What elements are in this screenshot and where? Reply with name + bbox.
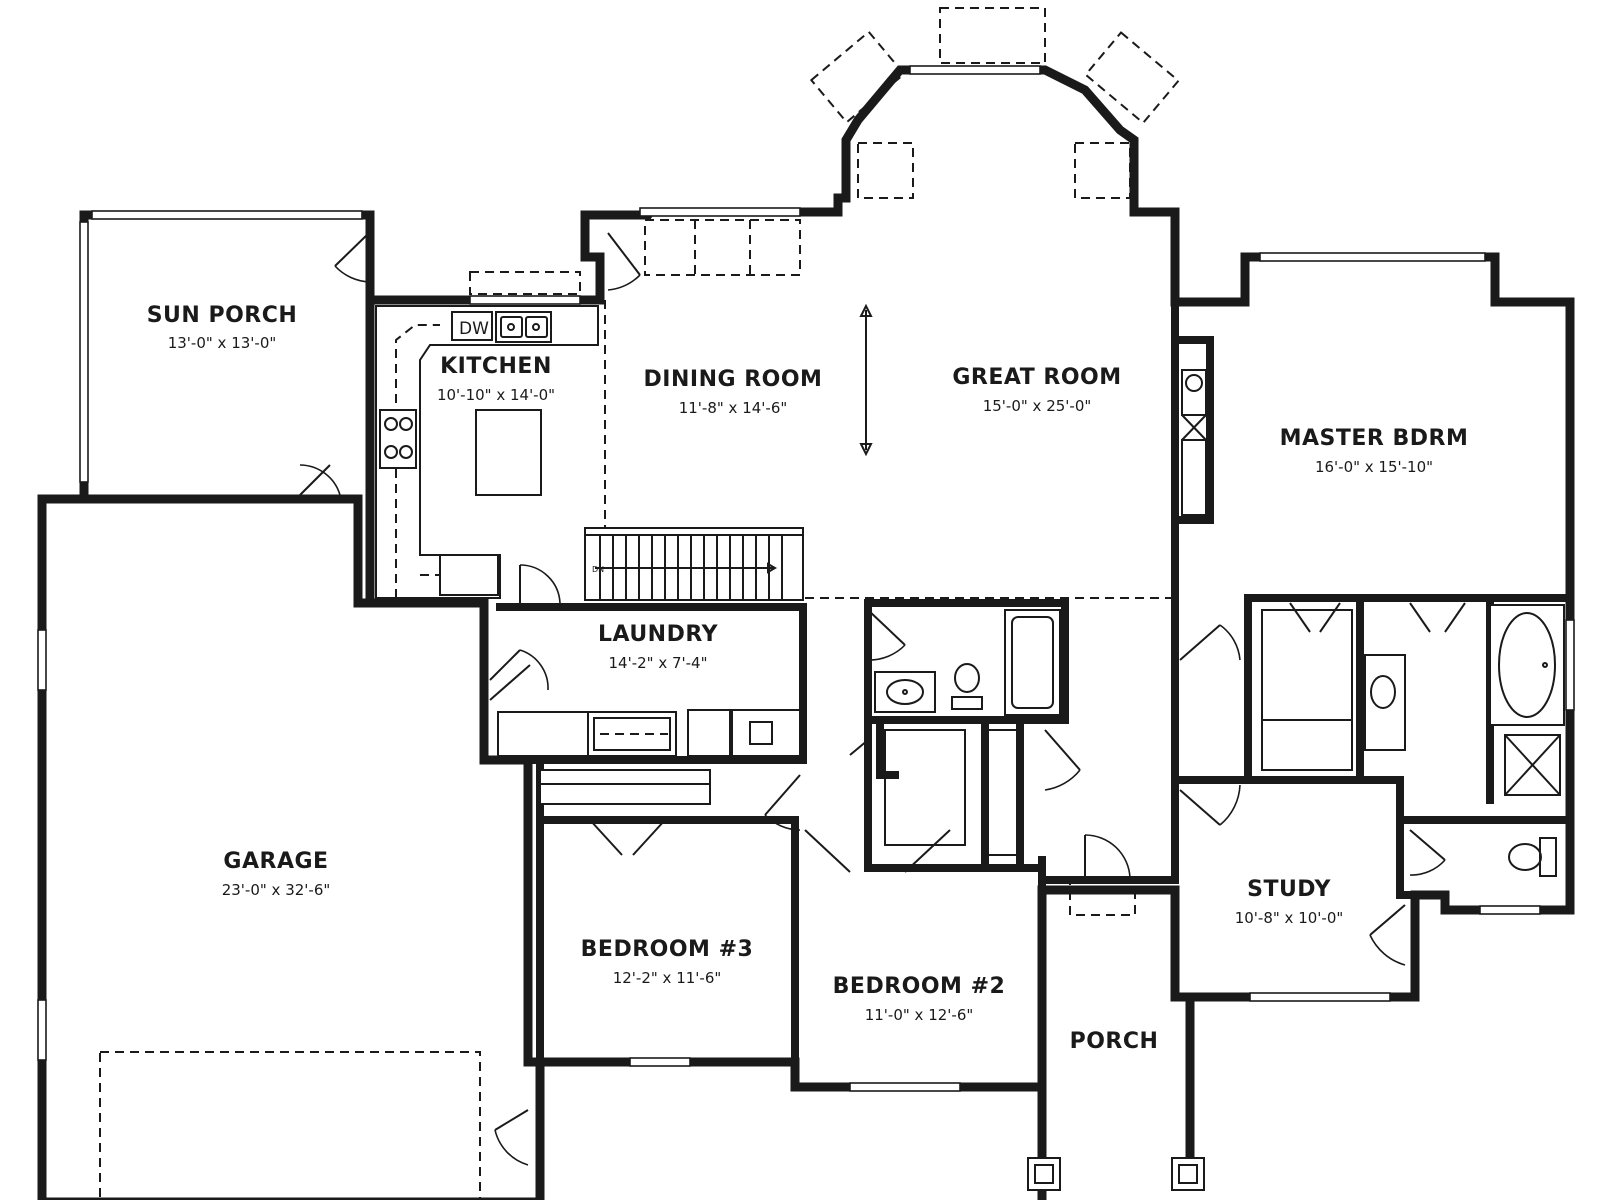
hall-tub xyxy=(1004,609,1061,716)
dining-room-size: 11'-8" x 14'-6" xyxy=(679,399,788,417)
kitchen-fixtures: DW xyxy=(375,305,599,599)
bedroom2-size: 11'-0" x 12'-6" xyxy=(865,1006,974,1024)
garage-size: 23'-0" x 32'-6" xyxy=(222,881,331,899)
laundry-size: 14'-2" x 7'-4" xyxy=(608,654,707,672)
windows xyxy=(37,65,1575,1092)
master-bdrm-size: 16'-0" x 15'-10" xyxy=(1315,458,1433,476)
laundry-name: LAUNDRY xyxy=(598,622,719,647)
dishwasher xyxy=(451,311,493,341)
doors xyxy=(299,231,1466,1166)
porch-columns xyxy=(1027,1157,1205,1191)
bedroom3-name: BEDROOM #3 xyxy=(581,937,754,962)
sun-porch-size: 13'-0" x 13'-0" xyxy=(168,334,277,352)
bedroom3-size: 12'-2" x 11'-6" xyxy=(613,969,722,987)
dishwasher-label: DW xyxy=(459,319,489,339)
great-room-name: GREAT ROOM xyxy=(952,365,1121,390)
room-labels: SUN PORCH 13'-0" x 13'-0" KITCHEN 10'-10… xyxy=(147,303,1469,1054)
kitchen-size: 10'-10" x 14'-0" xyxy=(437,386,555,404)
fireplace xyxy=(1181,369,1207,516)
master-bath-fixtures xyxy=(1261,604,1565,877)
dining-room-name: DINING ROOM xyxy=(644,367,823,392)
study-size: 10'-8" x 10'-0" xyxy=(1235,909,1344,927)
master-tub xyxy=(1489,604,1565,726)
sun-porch-wall xyxy=(79,210,375,504)
kitchen-island xyxy=(475,409,542,496)
laundry-fixtures xyxy=(497,709,801,805)
north-wall xyxy=(365,65,1575,1200)
bedroom2-name: BEDROOM #2 xyxy=(833,974,1006,999)
interior-walls xyxy=(366,298,1574,1066)
garage-name: GARAGE xyxy=(223,849,328,874)
porch-name: PORCH xyxy=(1070,1029,1159,1054)
hall-bath-fixtures xyxy=(874,609,1061,856)
porch-outline xyxy=(1037,992,1195,1200)
study-name: STUDY xyxy=(1247,877,1331,902)
master-bdrm-name: MASTER BDRM xyxy=(1280,426,1469,451)
stair-label: DN xyxy=(592,565,604,574)
sun-porch-name: SUN PORCH xyxy=(147,303,298,328)
kitchen-name: KITCHEN xyxy=(440,354,552,379)
pantry xyxy=(439,554,499,596)
bay-projections xyxy=(99,7,1180,1200)
master-vanity xyxy=(1364,654,1406,751)
hall-vanity xyxy=(874,671,936,713)
dimension-arrow xyxy=(859,303,873,457)
range xyxy=(379,409,417,469)
stair: DN xyxy=(584,527,804,601)
great-room-size: 15'-0" x 25'-0" xyxy=(983,397,1092,415)
